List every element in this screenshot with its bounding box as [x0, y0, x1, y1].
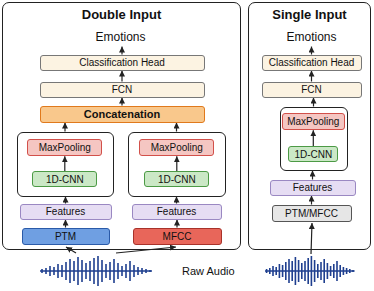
node-label: 1D-CNN [294, 149, 332, 160]
mfcc-box: MFCC [133, 228, 222, 245]
flow-arrow [121, 71, 122, 82]
features-box: Features [270, 180, 356, 196]
cnn-block: MaxPooling 1D-CNN [280, 107, 348, 171]
fcn-box: FCN [40, 82, 205, 98]
head-box: Classification Head [262, 55, 362, 71]
panel-title: Single Input [249, 3, 370, 22]
features-box: Features [20, 204, 112, 220]
node-label: Concatenation [84, 108, 160, 120]
flow-arrow [312, 171, 313, 180]
input-panel: Double InputEmotionsClassification HeadF… [2, 2, 241, 250]
pooling-box: MaxPooling [27, 139, 102, 156]
flow-arrow [65, 197, 66, 204]
flow-arrow [64, 123, 65, 132]
node-label: PTM [55, 231, 76, 242]
cnn-block: MaxPooling 1D-CNN [128, 132, 226, 197]
concat-box: Concatenation [40, 106, 205, 123]
waveform [265, 256, 355, 286]
node-label: MFCC [163, 231, 192, 242]
flow-arrow [121, 98, 122, 106]
flow-arrow [313, 98, 314, 107]
flow-arrow [121, 47, 122, 55]
flow-arrow [176, 220, 177, 228]
flow-arrow [311, 47, 312, 55]
node-label: FCN [112, 84, 133, 95]
flow-arrow [64, 156, 65, 171]
flow-arrow [65, 220, 66, 228]
flow-arrow [313, 130, 314, 146]
fcn-box: FCN [262, 82, 362, 98]
head-box: Classification Head [40, 55, 205, 71]
cnn-box: 1D-CNN [32, 171, 97, 187]
input-panel: Single InputEmotionsClassification HeadF… [248, 2, 371, 250]
flow-arrow [311, 71, 312, 82]
flow-arrow [176, 197, 177, 204]
node-label: MaxPooling [287, 116, 339, 127]
input-caption: Raw Audio [182, 265, 235, 277]
node-label: 1D-CNN [46, 174, 84, 185]
node-label: Emotions [95, 31, 145, 44]
node-label: 1D-CNN [158, 174, 196, 185]
node-label: Features [157, 206, 196, 217]
flow-arrow [311, 196, 312, 205]
features-box: Features [132, 204, 222, 220]
flow-arrow [176, 123, 177, 132]
output-label: Emotions [80, 30, 162, 47]
panel-title: Double Input [3, 3, 240, 22]
node-label: MaxPooling [151, 142, 203, 153]
pooling-box: MaxPooling [282, 113, 345, 130]
cnn-block: MaxPooling 1D-CNN [17, 132, 114, 197]
node-label: FCN [301, 84, 322, 95]
node-label: PTM/MFCC [285, 208, 338, 219]
ptm-box: PTM [22, 228, 110, 245]
pooling-box: MaxPooling [139, 139, 214, 156]
input-box: PTM/MFCC [272, 205, 352, 222]
node-label: Features [293, 182, 332, 193]
output-label: Emotions [272, 30, 352, 47]
cnn-box: 1D-CNN [144, 171, 209, 187]
flow-arrow [176, 156, 177, 171]
node-label: Classification Head [79, 57, 165, 68]
node-label: Emotions [286, 31, 336, 44]
waveform [40, 256, 152, 286]
node-label: Classification Head [269, 57, 355, 68]
cnn-box: 1D-CNN [288, 146, 338, 162]
node-label: Features [46, 206, 85, 217]
node-label: MaxPooling [39, 142, 91, 153]
